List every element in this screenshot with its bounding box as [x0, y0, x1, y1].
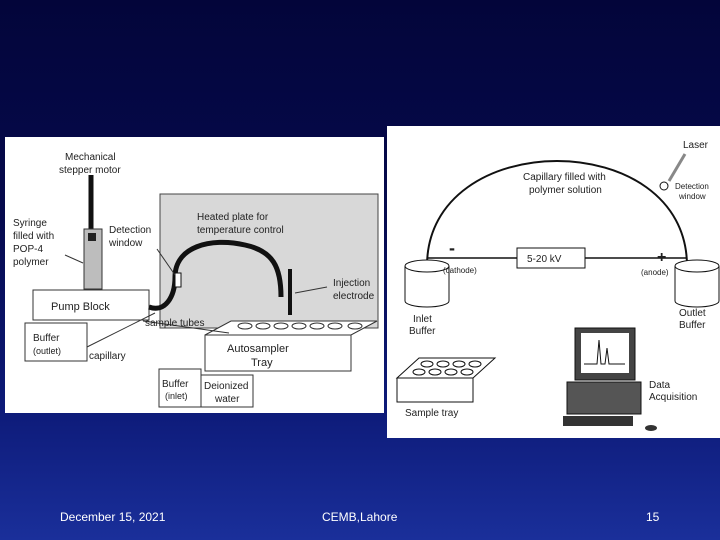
anode-label: (anode) — [641, 268, 669, 277]
voltage-label: 5-20 kV — [527, 254, 562, 265]
buffer-outlet — [24, 322, 88, 362]
outlet-label-1: Outlet — [679, 308, 706, 319]
heated-plate — [159, 193, 379, 329]
sample-tubes-label: sample tubes — [145, 318, 204, 329]
syringe-label-3: POP-4 — [13, 244, 43, 255]
buffer-inlet-label-1: Buffer — [162, 379, 189, 390]
water-label-2: water — [214, 394, 240, 405]
computer-base — [566, 381, 642, 415]
capillary-label: capillary — [89, 351, 126, 362]
laser-label: Laser — [683, 140, 709, 151]
buffer-inlet-label-2: (inlet) — [165, 391, 188, 401]
injection-label-2: electrode — [333, 291, 375, 302]
buffer-outlet-label-1: Buffer — [33, 333, 60, 344]
capillary-label-1: Capillary filled with — [523, 172, 606, 183]
chromatogram-icon — [584, 339, 625, 365]
autosampler-label-1: Autosampler — [227, 343, 289, 355]
motor-label-1: Mechanical — [65, 152, 116, 163]
instrument-schematic-panel: Mechanical stepper motor Syringe filled … — [5, 137, 384, 413]
mouse-icon — [645, 425, 657, 431]
power-supply — [516, 247, 586, 269]
sample-tray — [396, 377, 474, 403]
inlet-label-1: Inlet — [413, 314, 432, 325]
data-label-2: Acquisition — [649, 392, 697, 403]
syringe-plunger — [88, 233, 96, 241]
sample-tray-wells — [412, 360, 482, 376]
syringe-label-4: polymer — [13, 257, 49, 268]
inlet-label-2: Buffer — [409, 326, 436, 337]
motor-label-2: stepper motor — [59, 165, 121, 176]
footer-date: December 15, 2021 — [60, 510, 166, 524]
ce-principle-panel: Laser Capillary filled with polymer solu… — [387, 126, 720, 438]
detection-window-mark — [174, 272, 182, 288]
laser-beam — [667, 153, 687, 182]
syringe-label-2: filled with — [13, 231, 54, 242]
data-label-1: Data — [649, 380, 671, 391]
instrument-schematic: Mechanical stepper motor Syringe filled … — [13, 152, 379, 408]
syringe — [83, 228, 103, 290]
ce-principle-diagram: Laser Capillary filled with polymer solu… — [395, 140, 720, 431]
slide-number: 15 — [646, 510, 660, 524]
minus-sign: - — [449, 238, 455, 258]
cathode-label: (cathode) — [443, 266, 477, 275]
keyboard-icon — [563, 416, 633, 426]
autosampler-label-2: Tray — [251, 357, 273, 369]
syringe-label-1: Syringe — [13, 218, 47, 229]
buffer-inlet — [158, 368, 202, 408]
capillary-label-2: polymer solution — [529, 185, 602, 196]
injection-label-1: Injection — [333, 278, 370, 289]
detection-window-mark — [659, 181, 669, 191]
pump-block-label: Pump Block — [51, 301, 110, 313]
capillary-tube — [148, 239, 284, 311]
deionized-water — [200, 374, 254, 408]
sample-tray-label: Sample tray — [405, 408, 458, 419]
leader-lines — [64, 248, 328, 348]
tray-wells — [237, 322, 363, 330]
autosampler-tray — [204, 334, 352, 372]
monitor-screen — [581, 333, 629, 373]
heated-label-2: temperature control — [197, 225, 284, 236]
detection-label-2: window — [108, 238, 143, 249]
inlet-vial — [404, 259, 450, 308]
footer-organization: CEMB,Lahore — [322, 510, 398, 524]
outlet-vial — [674, 259, 720, 308]
outlet-label-2: Buffer — [679, 320, 706, 331]
detection-label-2: window — [678, 192, 706, 201]
capillary-arc — [426, 160, 688, 267]
detection-label-1: Detection — [109, 225, 151, 236]
water-label-1: Deionized — [204, 381, 248, 392]
heated-label-1: Heated plate for — [197, 212, 269, 223]
plus-sign: + — [657, 249, 666, 266]
detection-label-1: Detection — [675, 182, 709, 191]
pump-block — [32, 289, 150, 321]
buffer-outlet-label-2: (outlet) — [33, 346, 61, 356]
